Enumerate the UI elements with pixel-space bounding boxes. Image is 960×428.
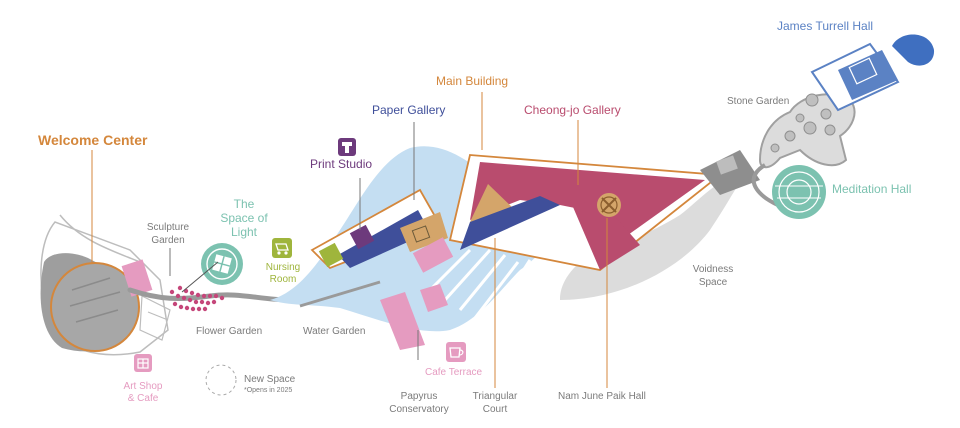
stone-garden-stones — [770, 93, 836, 153]
gift-icon[interactable] — [134, 354, 152, 372]
east-connector-box — [716, 155, 738, 175]
welcome-center-label[interactable]: Welcome Center — [38, 132, 148, 148]
water-garden-label[interactable]: Water Garden — [303, 326, 366, 337]
cheong-jo-lower-wing — [570, 200, 640, 270]
sculpture-garden-outline — [139, 295, 171, 341]
james-turrell-dome — [892, 34, 935, 66]
sculpture-garden-outline-2 — [147, 311, 169, 321]
james-turrell-hall-body[interactable] — [838, 50, 898, 100]
new-space-note: *Opens in 2025 — [244, 387, 293, 394]
paper-gallery-label[interactable]: Paper Gallery — [372, 103, 446, 117]
nursing-room-room[interactable] — [318, 242, 344, 268]
meditation-hall-building[interactable] — [772, 165, 826, 219]
flower-garden-label[interactable]: Flower Garden — [196, 326, 263, 337]
cafe-terrace-label[interactable]: Cafe Terrace — [425, 367, 483, 378]
leader-lines-dark — [169, 122, 419, 360]
nam-june-paik-ring — [600, 196, 618, 214]
stroller-icon[interactable] — [272, 238, 292, 258]
leader-lines — [91, 92, 608, 388]
voidness-space — [560, 175, 745, 300]
papyrus-conservatory[interactable] — [380, 292, 425, 350]
main-core-inner — [460, 196, 560, 250]
papyrus-annex — [420, 284, 448, 312]
meditation-ring-2 — [786, 179, 812, 205]
voidness-space-label[interactable]: Voidness Space — [692, 264, 734, 288]
triangular-court-label[interactable]: Triangular Court — [472, 391, 518, 415]
coffee-cup-icon[interactable] — [446, 342, 466, 362]
space-of-light-label[interactable]: The Space of Light — [220, 197, 268, 239]
nursing-room-label[interactable]: Nursing Room — [265, 262, 301, 285]
stone-garden-label[interactable]: Stone Garden — [727, 96, 790, 107]
paper-gallery-rooms — [338, 210, 430, 268]
art-shop-cafe-label[interactable]: Art Shop & Cafe — [123, 381, 163, 404]
welcome-roof-lines — [69, 277, 121, 323]
space-of-light-pointer — [181, 261, 219, 293]
nam-june-paik-hall-label[interactable]: Nam June Paik Hall — [558, 391, 646, 402]
james-turrell-hall-label[interactable]: James Turrell Hall — [777, 19, 874, 33]
nam-june-paik-x — [601, 197, 617, 213]
print-icon[interactable] — [338, 138, 356, 156]
print-studio-label[interactable]: Print Studio — [310, 157, 373, 171]
sculpture-garden-block — [121, 259, 153, 297]
meditation-hall-label[interactable]: Meditation Hall — [832, 182, 912, 196]
main-building-label[interactable]: Main Building — [436, 74, 509, 88]
sculpture-garden-label[interactable]: Sculpture Garden — [146, 222, 190, 246]
new-space-marker[interactable] — [205, 364, 237, 396]
meditation-ring-1 — [778, 171, 820, 213]
paper-gallery-center-mark — [411, 225, 431, 243]
cheongjo-gallery-label[interactable]: Cheong-jo Gallery — [524, 103, 621, 117]
papyrus-conservatory-label[interactable]: Papyrus Conservatory — [389, 391, 449, 415]
james-turrell-inner — [848, 57, 878, 85]
welcome-center-building[interactable] — [50, 262, 140, 352]
water-garden-walk — [299, 280, 381, 308]
east-connector — [700, 150, 760, 195]
print-studio-room[interactable] — [349, 224, 375, 250]
new-space-label[interactable]: New Space — [244, 374, 296, 385]
flower-garden-dots — [169, 285, 225, 312]
pink-lobby — [412, 237, 454, 273]
meditation-hall-lines — [775, 185, 823, 199]
space-of-light-ring — [206, 248, 238, 280]
water-stripes — [428, 239, 550, 323]
welcome-outline-2 — [59, 214, 141, 263]
